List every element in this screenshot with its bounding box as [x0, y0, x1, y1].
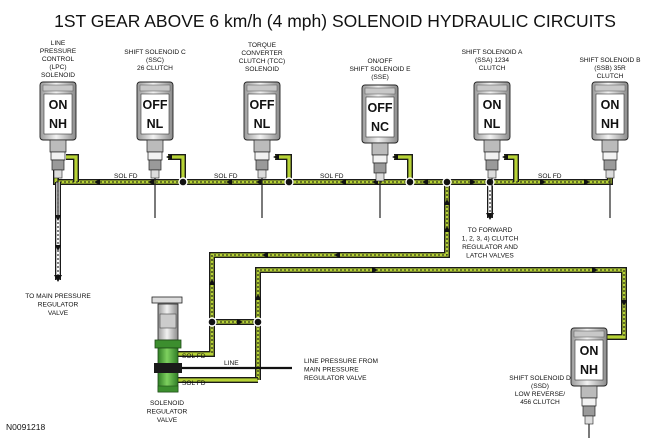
note-to-main-pressure: TO MAIN PRESSURE [25, 293, 91, 300]
solenoid-state: OFF [143, 98, 168, 112]
solenoid-state: OFF [368, 101, 393, 115]
figure-id: N0091218 [6, 422, 46, 432]
note-to-forward: REGULATOR AND [462, 244, 518, 251]
solenoid-7: ON NH SHIFT SOLENOID D(SSD)LOW REVERSE/456… [509, 327, 608, 438]
note-to-forward: TO FORWARD [468, 227, 513, 234]
note-to-main-pressure: VALVE [48, 310, 69, 317]
solenoid-name-line: (SSD) [531, 383, 549, 390]
solenoid-name-line: CLUTCH (TCC) [239, 58, 286, 65]
flow-arrows [54, 154, 627, 383]
solenoid-regulator-valve [151, 296, 183, 393]
solenoid-mode: NH [580, 363, 598, 377]
flow-centerlines [56, 181, 625, 380]
solenoid-2: OFF NL SHIFT SOLENOID C(SSC)26 CLUTCH [124, 49, 186, 218]
solenoid-name-line: SOLENOID [245, 66, 279, 73]
solenoid-state-window [595, 93, 625, 135]
pipe-labels: SOL FD SOL FD SOL FD SOL FD SOL FD SOL F… [114, 173, 562, 387]
note-to-forward: LATCH VALVES [466, 253, 514, 260]
solenoid-name-line: ON/OFF [368, 58, 393, 65]
solenoid-name-line: (SSA) 1234 [475, 57, 509, 64]
solenoid-name-line: CONVERTER [241, 50, 283, 57]
note-solenoid-regulator: REGULATOR [147, 409, 188, 416]
solenoid-name-line: CLUTCH [479, 65, 506, 72]
note-line-pressure-from: MAIN PRESSURE [304, 367, 359, 374]
solenoid-name-line: SHIFT SOLENOID B [579, 57, 641, 64]
solenoid-name-line: LINE [51, 40, 66, 47]
sol-fd-label: SOL FD [214, 173, 238, 180]
solenoid-mode: NH [601, 117, 619, 131]
solenoid-name-line: SHIFT SOLENOID D [509, 375, 571, 382]
solenoid-state-window [477, 93, 507, 135]
note-line-pressure-from: LINE PRESSURE FROM [304, 358, 378, 365]
solenoid-state: ON [49, 98, 68, 112]
solenoid-name-line: CLUTCH [597, 73, 624, 80]
solenoid-state-window [574, 339, 604, 381]
solenoid-state-window [247, 93, 277, 135]
note-to-main-pressure: REGULATOR [38, 302, 79, 309]
solenoid-name-line: TORQUE [248, 42, 277, 49]
solenoid-mode: NL [254, 117, 271, 131]
sol-fd-label: SOL FD [320, 173, 344, 180]
solenoid-state-window [43, 93, 73, 135]
solenoid-name-line: PRESSURE [40, 48, 77, 55]
solenoid-name-line: (SSC) [146, 57, 164, 64]
solenoid-state-window [140, 93, 170, 135]
sol-fd-label: SOL FD [114, 173, 138, 180]
note-solenoid-regulator: VALVE [157, 417, 178, 424]
sol-fd-label: SOL FD [182, 380, 206, 387]
solenoid-state-window [365, 96, 395, 138]
solenoid-mode: NH [49, 117, 67, 131]
solenoid-mode: NL [484, 117, 501, 131]
solenoid-name-line: LOW REVERSE/ [515, 391, 565, 398]
solenoid-name-line: SHIFT SOLENOID C [124, 49, 186, 56]
sol-fd-circuit [53, 154, 627, 383]
solenoid-state: ON [483, 98, 502, 112]
solenoid-name-line: CONTROL [42, 56, 75, 63]
solenoid-state: OFF [250, 98, 275, 112]
solenoid-state: ON [580, 344, 599, 358]
solenoid-name-line: SHIFT SOLENOID A [462, 49, 523, 56]
solenoid-name-line: (LPC) [49, 64, 66, 71]
sol-fd-label: SOL FD [538, 173, 562, 180]
solenoid-mode: NC [371, 120, 389, 134]
solenoid-name-line: (SSB) 35R [594, 65, 626, 72]
solenoid-name-line: 456 CLUTCH [520, 399, 560, 406]
solenoid-name-line: (SSE) [371, 74, 389, 81]
note-solenoid-regulator: SOLENOID [150, 400, 184, 407]
sol-fd-label: SOL FD [182, 353, 206, 360]
solenoid-state: ON [601, 98, 620, 112]
note-to-forward: 1, 2, 3, 4) CLUTCH [462, 236, 519, 243]
note-line-pressure-from: REGULATOR VALVE [304, 375, 367, 382]
solenoid-mode: NL [147, 117, 164, 131]
line-label: LINE [224, 360, 239, 367]
solenoid-name-line: SHIFT SOLENOID E [349, 66, 411, 73]
page-title: 1ST GEAR ABOVE 6 km/h (4 mph) SOLENOID H… [54, 11, 616, 31]
solenoid-name-line: 26 CLUTCH [137, 65, 173, 72]
solenoid-name-line: SOLENOID [41, 72, 75, 79]
